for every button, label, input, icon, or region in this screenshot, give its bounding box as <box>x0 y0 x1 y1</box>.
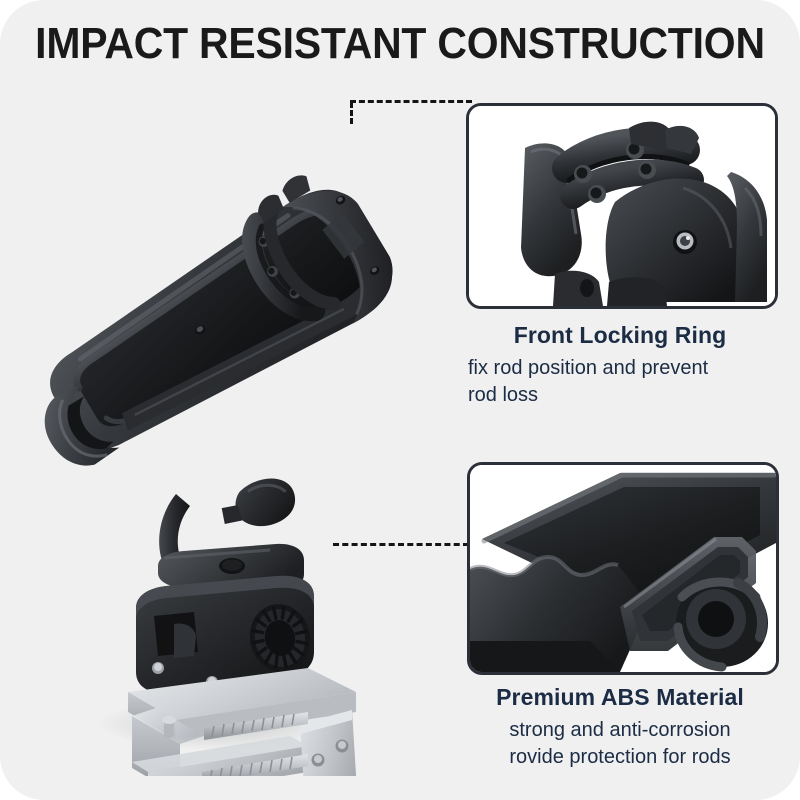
inset-front-locking-ring <box>466 103 778 309</box>
callout-body-line-2: rod loss <box>468 384 539 407</box>
callout-body-line-2: rovide protection for rods <box>509 746 731 769</box>
callout-front-locking-ring: Front Locking Ring fix rod position and … <box>468 322 772 409</box>
callout-body-line-1: fix rod position and prevent <box>468 357 709 380</box>
callout-heading: Premium ABS Material <box>496 684 744 710</box>
product-image <box>8 96 458 776</box>
inset-premium-abs-material <box>467 462 779 675</box>
callout-body-line-1: strong and anti-corrosion <box>509 719 731 742</box>
callout-premium-abs-material: Premium ABS Material strong and anti-cor… <box>468 684 772 771</box>
callout-heading: Front Locking Ring <box>513 322 727 348</box>
page-title: IMPACT RESISTANT CONSTRUCTION <box>35 19 765 68</box>
